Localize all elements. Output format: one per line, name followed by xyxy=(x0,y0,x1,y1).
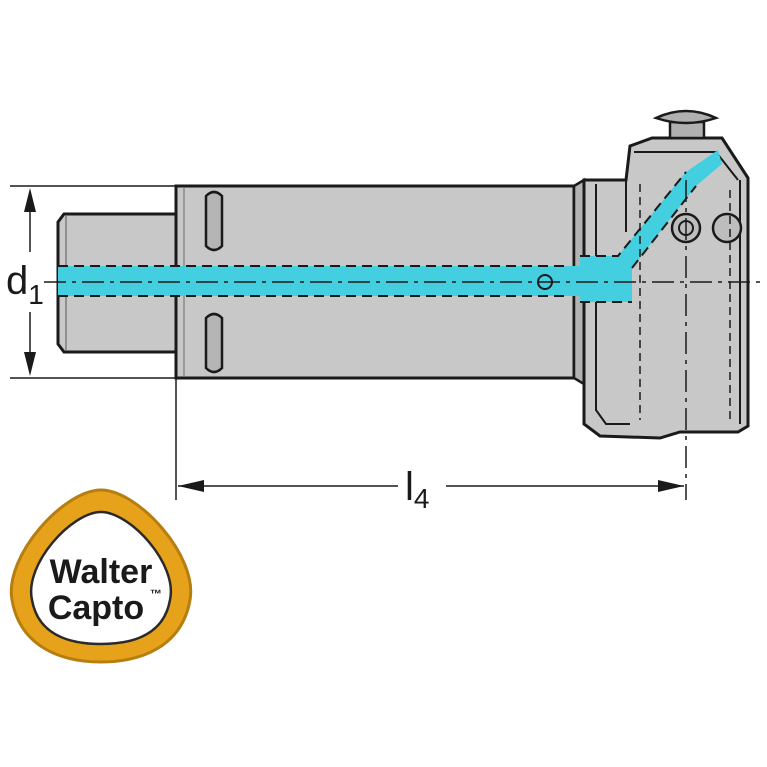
walter-capto-logo: Walter Capto ™ xyxy=(9,488,193,664)
svg-text:l4: l4 xyxy=(405,465,429,514)
dimension-d1: d1 xyxy=(6,185,176,379)
dimension-l4: l4 xyxy=(175,378,684,514)
logo-trademark: ™ xyxy=(150,587,162,601)
logo-capto-text: Capto xyxy=(48,589,144,627)
logo-walter-text: Walter xyxy=(50,553,153,591)
logo-inner-field xyxy=(29,510,173,646)
clamp-screw xyxy=(652,109,720,140)
l4-label: l xyxy=(405,465,414,509)
tool-holder xyxy=(44,109,762,500)
drive-slot-bottom xyxy=(204,312,224,374)
d1-label: d xyxy=(6,259,28,303)
d1-subscript: 1 xyxy=(28,279,44,310)
l4-subscript: 4 xyxy=(414,483,430,514)
drive-slot-top xyxy=(204,190,224,252)
svg-text:d1: d1 xyxy=(6,259,44,310)
plug-hole xyxy=(711,212,743,244)
hidden-lines xyxy=(639,184,731,420)
